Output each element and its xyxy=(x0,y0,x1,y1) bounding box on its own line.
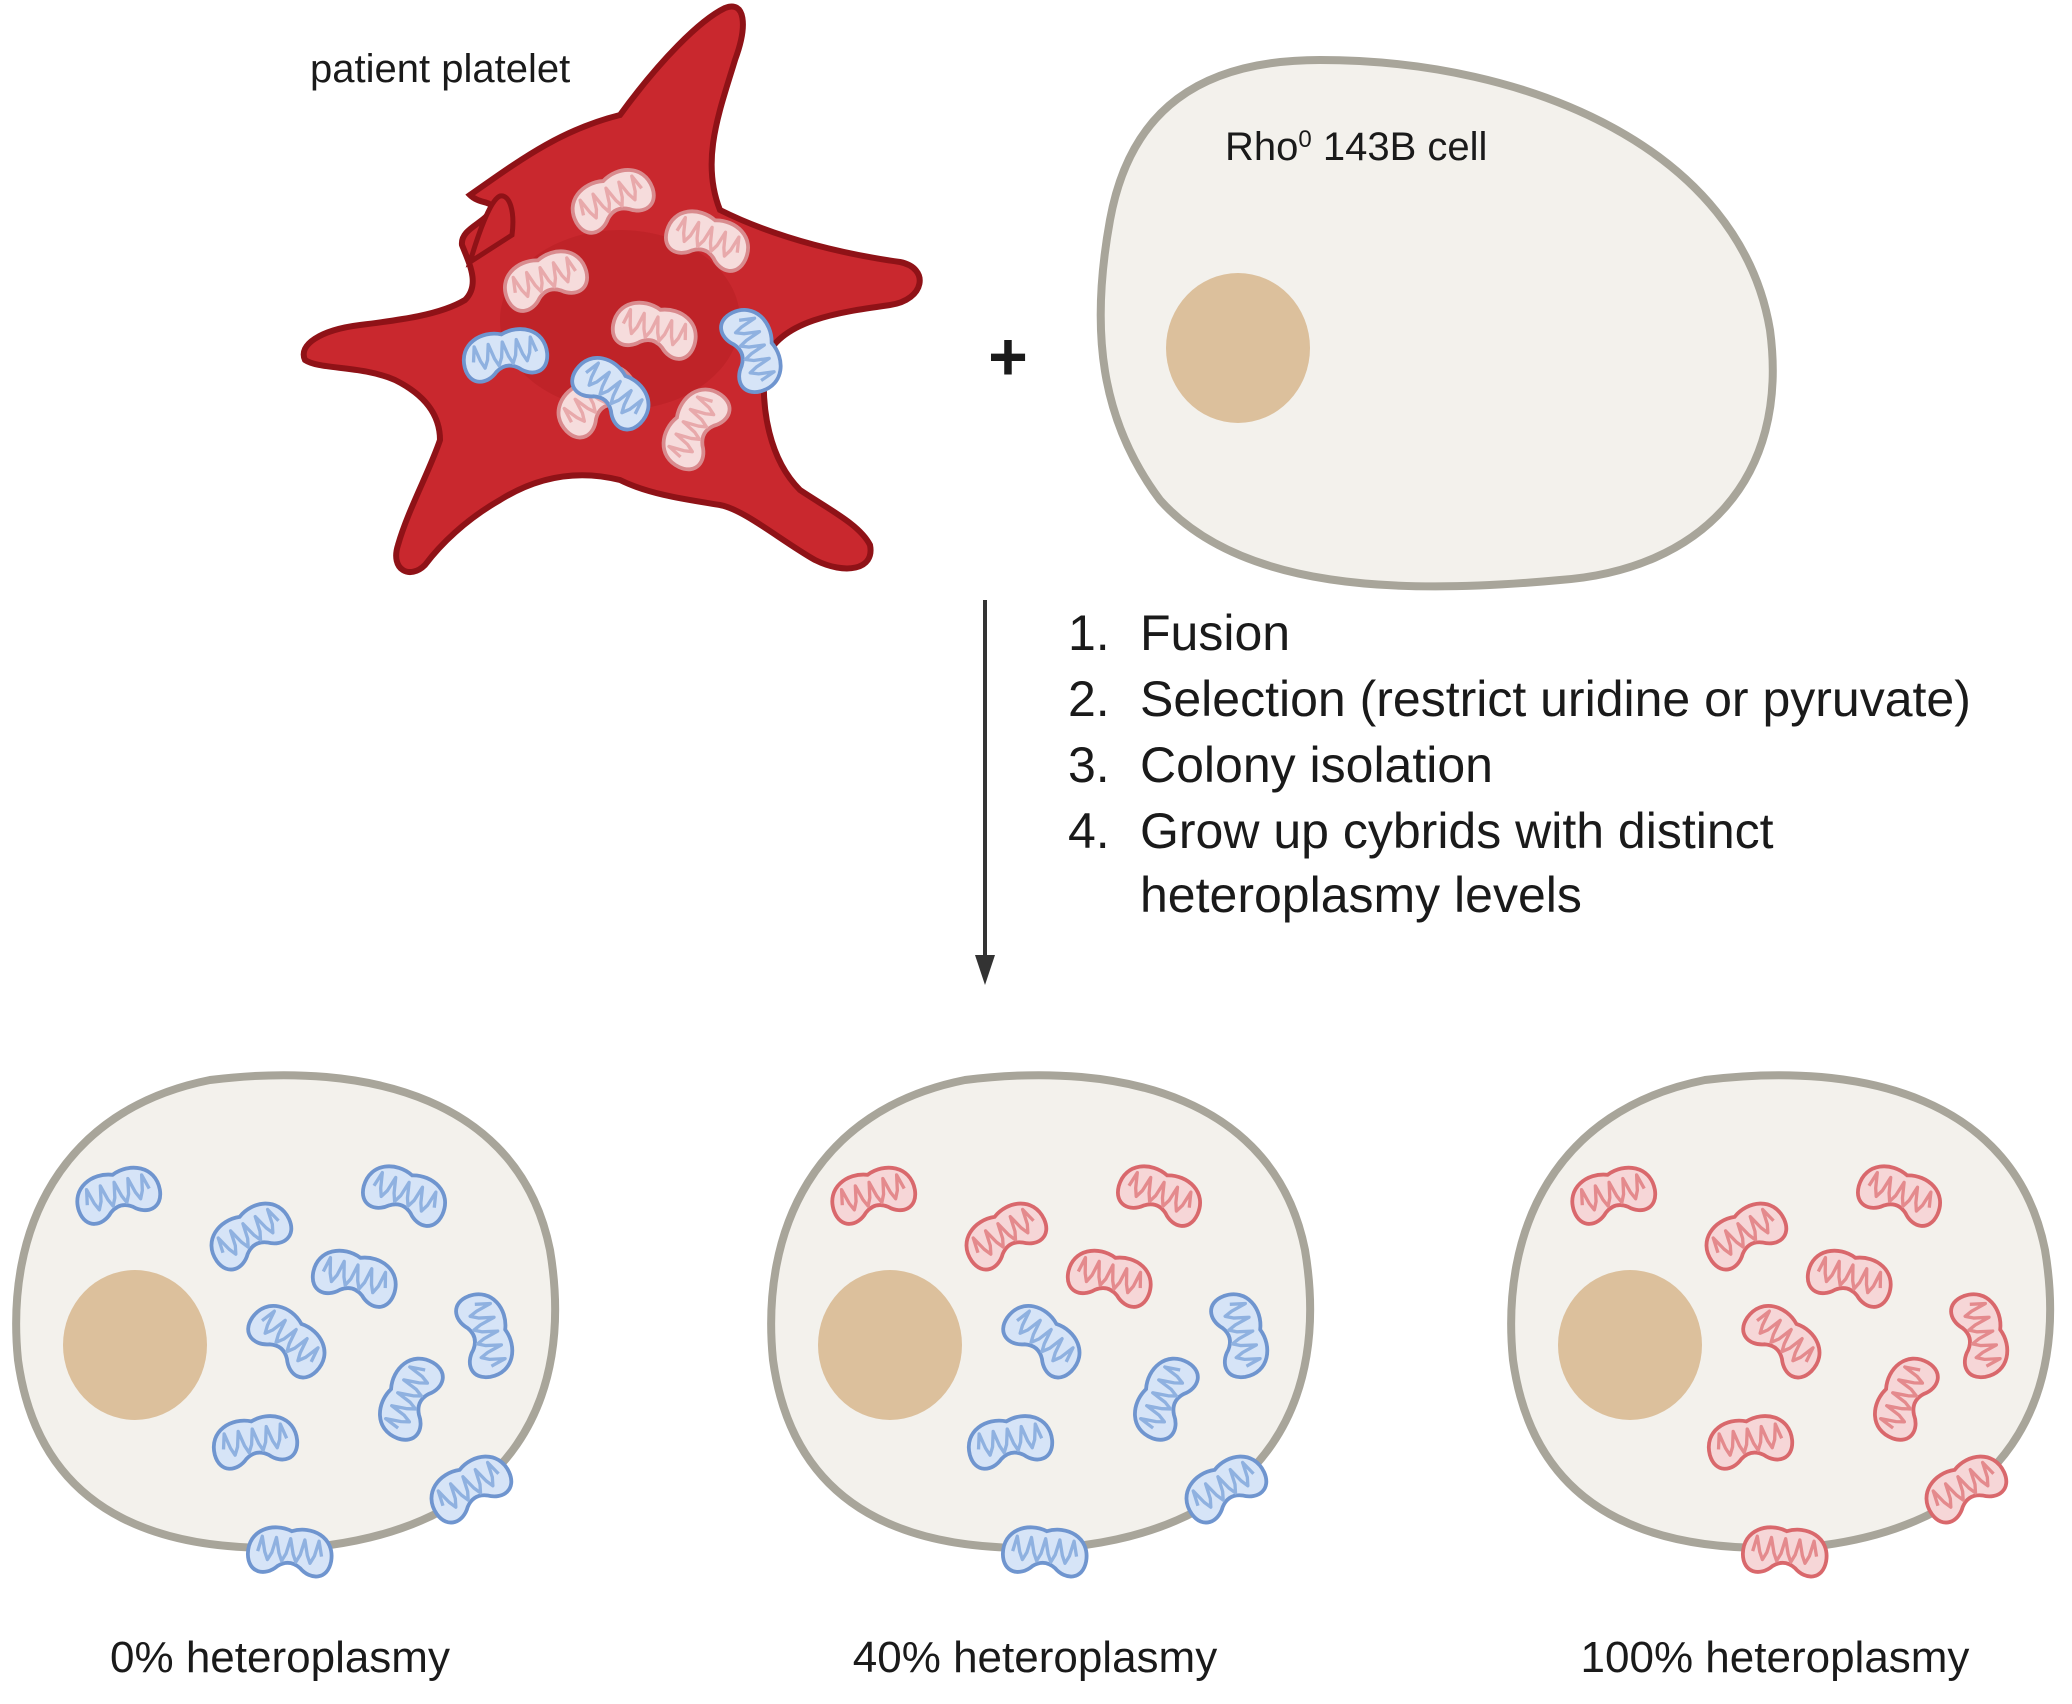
mutant-mitochondrion-icon xyxy=(664,209,750,273)
mutant-mitochondrion-icon xyxy=(1704,1201,1789,1272)
step-3-text: Colony isolation xyxy=(1140,737,1493,793)
wildtype-mitochondrion-icon xyxy=(1184,1454,1269,1525)
mutant-mitochondrion-icon xyxy=(661,387,732,472)
mutant-mitochondrion-icon xyxy=(1116,1164,1202,1228)
cybrid-label-2: 100% heteroplasmy xyxy=(1581,1633,1970,1682)
step-4-number: 4. xyxy=(1068,803,1110,859)
cybrid-cell-0-percent xyxy=(12,1071,560,1579)
wildtype-mitochondrion-icon xyxy=(310,1248,398,1309)
cybrid-label-1: 40% heteroplasmy xyxy=(853,1633,1217,1682)
mutant-mitochondrion-icon xyxy=(503,249,589,313)
mutant-mitochondrion-icon xyxy=(570,168,656,235)
wildtype-mitochondrion-icon xyxy=(719,308,783,394)
arrow-head xyxy=(975,955,995,985)
mutant-mitochondrion-icon xyxy=(964,1201,1049,1272)
wildtype-mitochondrion-icon xyxy=(1000,1525,1089,1579)
patient-platelet xyxy=(300,3,923,576)
cybrid-nucleus xyxy=(1558,1270,1702,1420)
mutant-mitochondrion-icon xyxy=(1924,1454,2009,1525)
mutant-mitochondrion-icon xyxy=(1741,1304,1822,1380)
cybrid-nucleus xyxy=(818,1270,962,1420)
wildtype-mitochondrion-icon xyxy=(1209,1292,1270,1380)
step-1-number: 1. xyxy=(1068,605,1110,661)
plus-sign: + xyxy=(988,319,1028,395)
wildtype-mitochondrion-icon xyxy=(454,1292,515,1380)
wildtype-mitochondrion-icon xyxy=(75,1165,163,1226)
step-4-text-line2: heteroplasmy levels xyxy=(1140,867,1582,923)
wildtype-mitochondrion-icon xyxy=(378,1356,445,1442)
wildtype-mitochondrion-icon xyxy=(966,1414,1055,1471)
cybrid-label-0: 0% heteroplasmy xyxy=(110,1633,450,1682)
platelet-stub xyxy=(465,193,516,268)
cybrid-nucleus xyxy=(63,1270,207,1420)
wildtype-mitochondrion-icon xyxy=(1133,1356,1200,1442)
wildtype-mitochondrion-icon xyxy=(461,327,550,384)
cybrid-cell-100-percent xyxy=(1507,1071,2055,1579)
mutant-mitochondrion-icon xyxy=(1873,1356,1940,1442)
step-3-number: 3. xyxy=(1068,737,1110,793)
mutant-mitochondrion-icon xyxy=(1949,1292,2010,1380)
platelet-label: patient platelet xyxy=(310,47,570,91)
process-arrow xyxy=(975,600,995,985)
mutant-mitochondrion-icon xyxy=(1856,1164,1942,1228)
wildtype-mitochondrion-icon xyxy=(211,1414,300,1471)
step-2-text: Selection (restrict uridine or pyruvate) xyxy=(1140,671,1971,727)
wildtype-mitochondrion-icon xyxy=(1001,1304,1082,1380)
wildtype-mitochondrion-icon xyxy=(245,1525,334,1579)
wildtype-mitochondrion-icon xyxy=(429,1454,514,1525)
rho0-143b-cell xyxy=(1096,55,1777,591)
cybrid-mitochondria xyxy=(1570,1164,2010,1579)
rho0-nucleus xyxy=(1166,273,1310,423)
step-1-text: Fusion xyxy=(1140,605,1290,661)
process-steps: 1. Fusion 2. Selection (restrict uridine… xyxy=(1068,605,1971,923)
cybrid-cell-40-percent xyxy=(767,1071,1315,1579)
mutant-mitochondrion-icon xyxy=(1706,1414,1795,1471)
step-2-number: 2. xyxy=(1068,671,1110,727)
platelet-mitochondria xyxy=(461,168,783,472)
mutant-mitochondrion-icon xyxy=(610,300,698,361)
cybrid-mitochondria xyxy=(75,1164,515,1579)
wildtype-mitochondrion-icon xyxy=(361,1164,447,1228)
cybrid-mitochondria xyxy=(830,1164,1270,1579)
wildtype-mitochondrion-icon xyxy=(570,356,651,432)
mutant-mitochondrion-icon xyxy=(830,1165,918,1226)
step-4-text-line1: Grow up cybrids with distinct xyxy=(1140,803,1774,859)
wildtype-mitochondrion-icon xyxy=(246,1304,327,1380)
mutant-mitochondrion-icon xyxy=(1805,1248,1893,1309)
mutant-mitochondrion-icon xyxy=(1740,1525,1829,1579)
rho0-cell-label: Rho0 143B cell xyxy=(1225,125,1487,169)
mutant-mitochondrion-icon xyxy=(1065,1248,1153,1309)
mutant-mitochondrion-icon xyxy=(1570,1165,1658,1226)
rho0-cell-membrane xyxy=(1096,55,1777,591)
wildtype-mitochondrion-icon xyxy=(209,1201,294,1272)
